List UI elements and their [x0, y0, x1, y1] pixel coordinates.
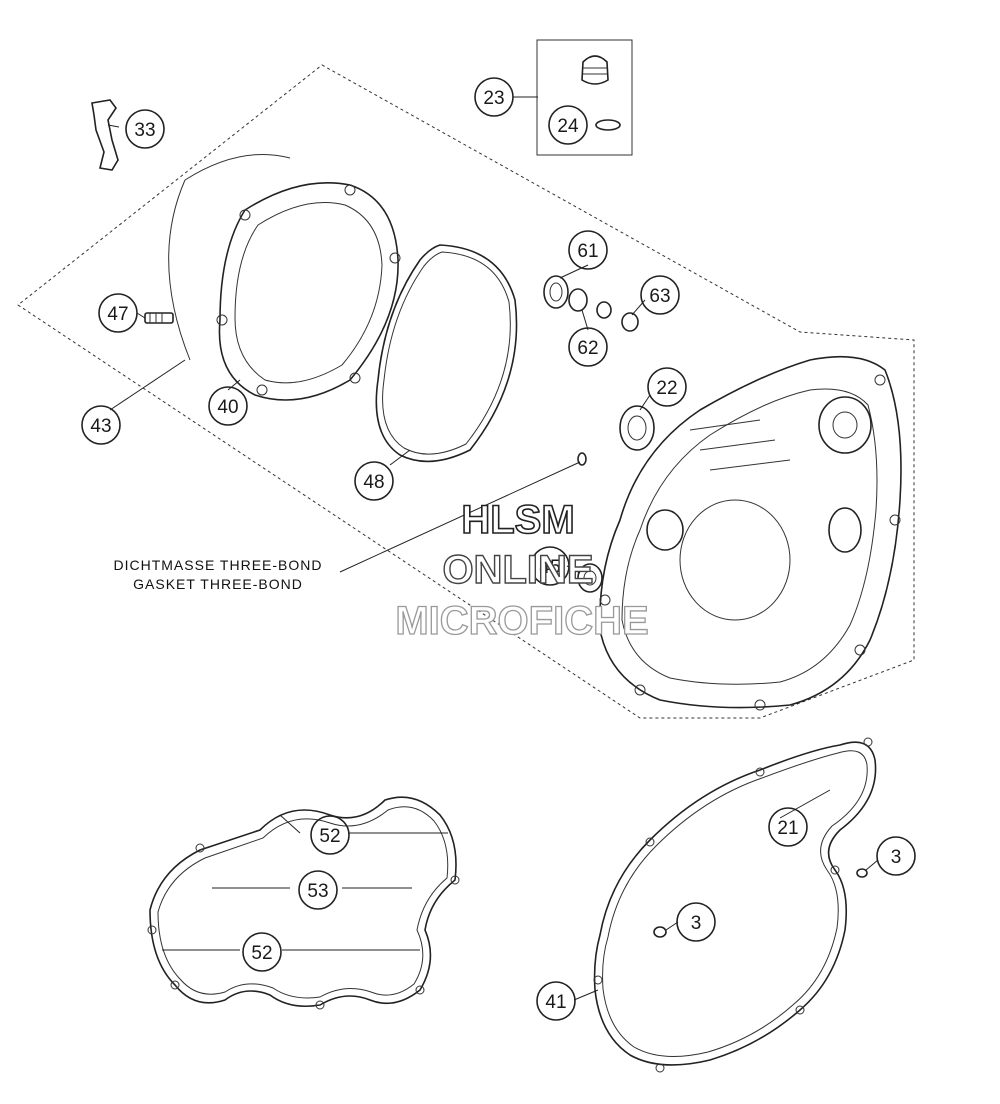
- part-3-screw-b: [856, 868, 868, 878]
- gasket-41-shape: [593, 737, 877, 1073]
- callout-label-24: 24: [557, 116, 579, 137]
- callout-label-3-center: 3: [691, 913, 702, 934]
- leader-lines: [107, 96, 879, 1001]
- sealant-note: DICHTMASSE THREE-BOND GASKET THREE-BOND: [114, 557, 323, 592]
- sealant-note-en: GASKET THREE-BOND: [133, 576, 303, 592]
- part-24-shape: [595, 119, 621, 131]
- callout-3-right: 3: [876, 836, 916, 876]
- callout-22: 22: [647, 367, 687, 407]
- sealant-note-de: DICHTMASSE THREE-BOND: [114, 557, 323, 573]
- callout-label-22: 22: [656, 378, 677, 399]
- callout-label-61: 61: [577, 241, 598, 262]
- callout-52-bottom: 52: [242, 932, 282, 972]
- part-23-shape: [581, 55, 609, 85]
- crankcase-cover-shape: [599, 355, 902, 711]
- callout-label-41: 41: [545, 992, 566, 1013]
- callout-63: 63: [640, 275, 680, 315]
- parts-23-24-box: [536, 39, 633, 156]
- watermark: HLSM ONLINE MICROFICHE: [395, 497, 650, 643]
- dowel-pin-shape: [577, 452, 587, 466]
- callout-label-62: 62: [577, 338, 598, 359]
- gasket-52-53-shape: [147, 796, 460, 1010]
- watermark-line-3: MICROFICHE: [395, 599, 648, 643]
- callout-41: 41: [536, 981, 576, 1021]
- callout-48: 48: [354, 461, 394, 501]
- part-61-shape: [543, 275, 569, 309]
- callout-52-top: 52: [310, 815, 350, 855]
- part-48-shape-inner: [382, 251, 511, 455]
- callout-label-3-right: 3: [891, 847, 902, 868]
- callout-47: 47: [98, 293, 138, 333]
- callout-label-33: 33: [134, 120, 155, 141]
- callout-45: 45: [530, 546, 570, 586]
- part-62-shape: [568, 288, 612, 319]
- part-3-screw-a: [653, 926, 667, 938]
- assembly-group-outline: [17, 64, 915, 719]
- part-33-shape: [91, 99, 119, 171]
- callout-62: 62: [568, 327, 608, 367]
- part-47-shape: [144, 312, 174, 324]
- callout-53: 53: [298, 870, 338, 910]
- callout-23: 23: [474, 77, 514, 117]
- callout-21: 21: [768, 807, 808, 847]
- callout-33: 33: [125, 109, 165, 149]
- callout-61: 61: [568, 230, 608, 270]
- callout-label-48: 48: [363, 472, 384, 493]
- watermark-line-1: HLSM: [461, 498, 574, 542]
- callout-label-43: 43: [90, 416, 111, 437]
- callout-label-45: 45: [539, 557, 560, 578]
- callout-label-21: 21: [777, 818, 798, 839]
- callout-label-52-bottom: 52: [251, 943, 272, 964]
- callout-label-23: 23: [483, 88, 504, 109]
- part-40-shape: [216, 182, 401, 401]
- callout-40: 40: [208, 386, 248, 426]
- part-45-shape: [577, 563, 603, 593]
- part-22-shape: [619, 405, 655, 451]
- part-48-shape: [375, 244, 518, 463]
- part-43-shape: [168, 153, 291, 361]
- callout-43: 43: [81, 405, 121, 445]
- callout-3-center: 3: [676, 902, 716, 942]
- callout-label-40: 40: [217, 397, 238, 418]
- watermark-line-2: ONLINE: [442, 548, 593, 592]
- callout-label-47: 47: [107, 304, 128, 325]
- callout-label-53: 53: [307, 881, 328, 902]
- callout-label-63: 63: [649, 286, 670, 307]
- callout-label-52-top: 52: [319, 826, 340, 847]
- part-63-shape: [621, 312, 639, 332]
- callout-24: 24: [548, 105, 588, 145]
